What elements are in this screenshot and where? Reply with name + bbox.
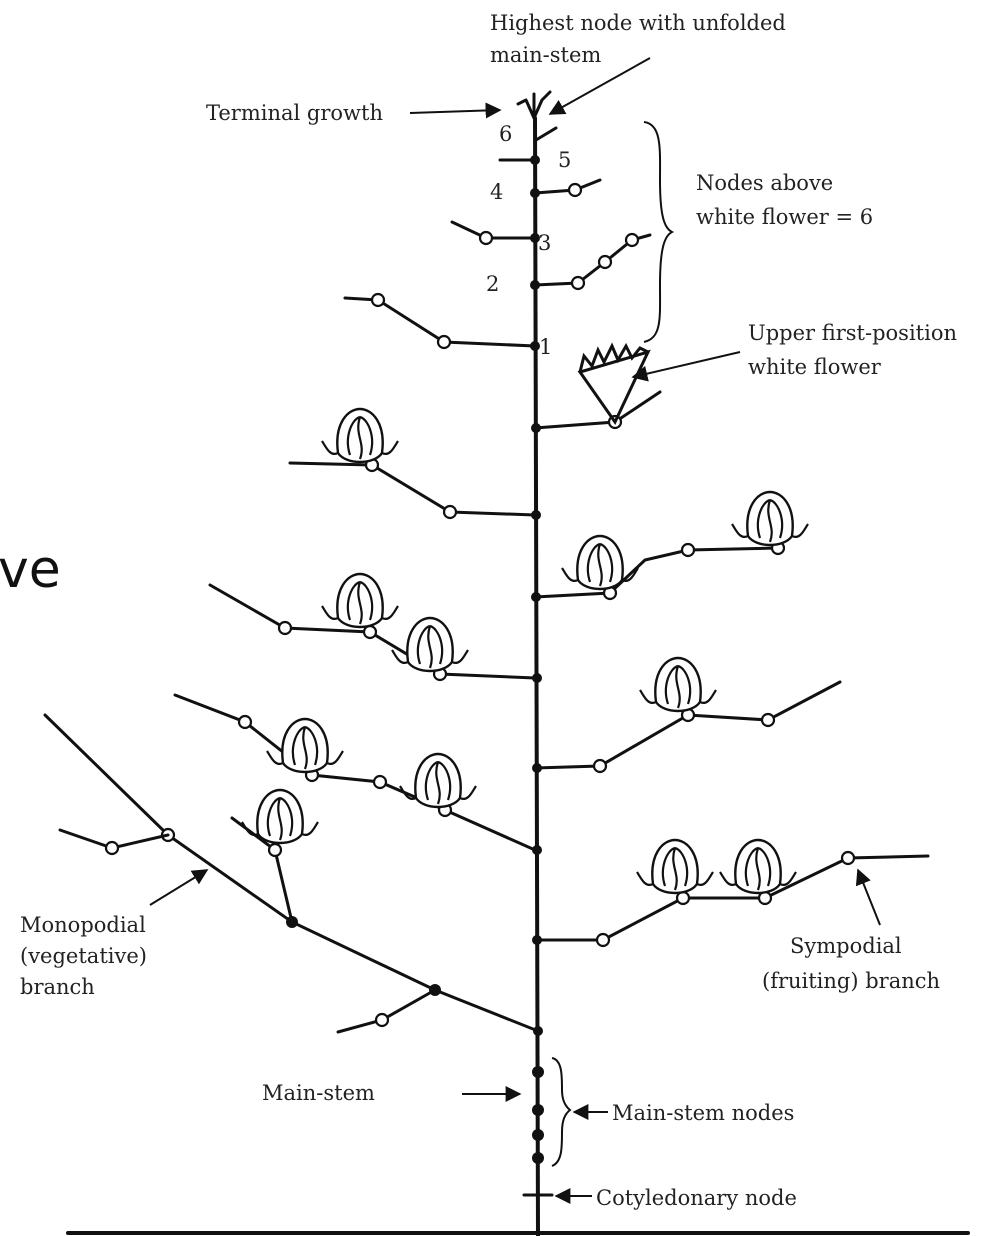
- monopodial-arrow: [150, 870, 207, 905]
- fruiting-branch-left-2: [210, 574, 535, 680]
- node-number-1: 1: [539, 335, 552, 359]
- side-partial-text: ve: [0, 540, 61, 600]
- node-number-4: 4: [490, 180, 503, 204]
- sympodial-arrow: [858, 870, 880, 925]
- svg-text:Monopodial: Monopodial: [20, 913, 146, 937]
- fruiting-branch-right-1: [535, 492, 808, 599]
- terminal-growth-arrow: [410, 110, 500, 113]
- svg-text:Upper first-position: Upper first-position: [748, 321, 957, 345]
- fruiting-branch-left-3: [175, 695, 535, 850]
- svg-text:white flower = 6: white flower = 6: [696, 205, 873, 229]
- svg-text:Sympodial: Sympodial: [790, 934, 902, 958]
- svg-text:Nodes above: Nodes above: [696, 171, 833, 195]
- svg-text:(vegetative): (vegetative): [20, 944, 147, 968]
- main-stem-label: Main-stem: [262, 1081, 375, 1105]
- terminal-growth-label: Terminal growth: [206, 101, 383, 125]
- main-stem-nodes-brace: [552, 1058, 570, 1166]
- fruiting-branch-left-1: [290, 409, 535, 518]
- main-stem-nodes-label: Main-stem nodes: [612, 1101, 794, 1125]
- upper-white-flower-label: Upper first-position white flower: [748, 321, 957, 379]
- upper-white-flower-branch: [535, 346, 660, 428]
- node-number-2: 2: [486, 272, 499, 296]
- nodes-above-label: Nodes above white flower = 6: [696, 171, 873, 229]
- fruiting-branch-right-2: [535, 658, 840, 772]
- svg-text:white flower: white flower: [748, 355, 882, 379]
- node-number-3: 3: [538, 231, 551, 255]
- sympodial-label: Sympodial (fruiting) branch: [762, 934, 940, 993]
- monopodial-label: Monopodial (vegetative) branch: [20, 913, 147, 999]
- svg-text:(fruiting) branch: (fruiting) branch: [762, 969, 940, 993]
- svg-text:Highest node with unfolded: Highest node with unfolded: [490, 11, 786, 35]
- node-number-5: 5: [558, 148, 571, 172]
- cotyledonary-node-label: Cotyledonary node: [596, 1186, 797, 1210]
- svg-text:main-stem: main-stem: [490, 43, 601, 67]
- highest-node-label: Highest node with unfolded main-stem: [490, 11, 786, 67]
- sympodial-branch: [535, 840, 928, 946]
- svg-text:branch: branch: [20, 975, 95, 999]
- nodes-above-brace: [644, 122, 672, 342]
- upper-white-flower-arrow: [633, 352, 740, 377]
- node-number-6: 6: [499, 122, 512, 146]
